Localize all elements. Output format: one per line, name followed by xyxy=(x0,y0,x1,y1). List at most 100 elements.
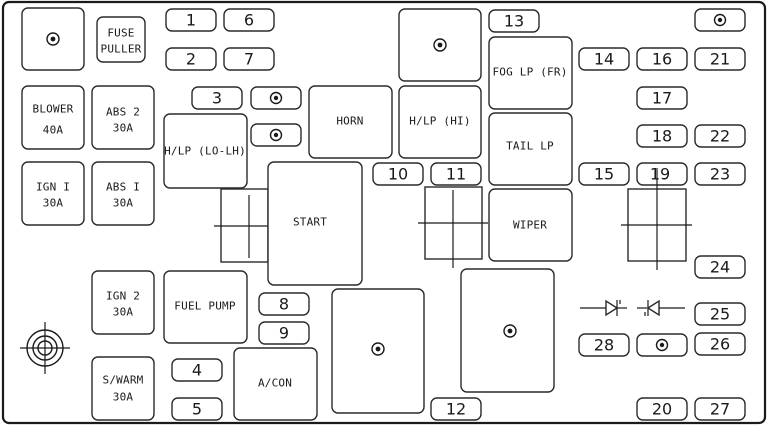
svg-text:23: 23 xyxy=(710,165,730,184)
svg-text:4: 4 xyxy=(192,361,202,380)
fuse-26: 26 xyxy=(694,332,746,356)
svg-text:19: 19 xyxy=(650,165,670,184)
swarm-rating: 30A xyxy=(113,391,134,404)
fuse-19: 19 xyxy=(636,162,688,186)
svg-text:24: 24 xyxy=(710,258,730,277)
abs2-label: ABS 2 xyxy=(106,106,140,119)
relay-start: START xyxy=(267,161,363,286)
svg-text:14: 14 xyxy=(594,50,614,69)
fuse-20: 20 xyxy=(636,397,688,421)
fuse-6: 6 xyxy=(223,8,275,32)
ign2-rating: 30A xyxy=(113,306,134,319)
svg-text:28: 28 xyxy=(594,336,614,355)
svg-text:10: 10 xyxy=(388,165,408,184)
fuse-ign1-30a: IGN I 30A xyxy=(21,161,85,226)
svg-text:22: 22 xyxy=(710,127,730,146)
fuse-ign2-30a: IGN 2 30A xyxy=(91,270,155,335)
mount-target-left xyxy=(20,322,70,374)
svg-text:3: 3 xyxy=(212,89,222,108)
crosshair-start xyxy=(214,188,282,263)
fuse-23: 23 xyxy=(694,162,746,186)
svg-text:2: 2 xyxy=(186,50,196,69)
abs2-rating: 30A xyxy=(113,122,134,135)
svg-text:7: 7 xyxy=(244,50,254,69)
hlp-lo-lh-label: H/LP (LO-LH) xyxy=(164,145,246,158)
ign1-label: IGN I xyxy=(36,181,70,194)
mount-hole-small-right xyxy=(636,333,688,357)
fuse-17: 17 xyxy=(636,86,688,110)
svg-text:18: 18 xyxy=(652,127,672,146)
diode-left-icon xyxy=(637,299,685,317)
mount-hole-center-right xyxy=(460,268,555,393)
svg-text:12: 12 xyxy=(446,400,466,419)
fuse-15: 15 xyxy=(578,162,630,186)
mount-hole-small-1 xyxy=(250,86,302,110)
fuse-13: 13 xyxy=(488,9,540,33)
aircon-label: A/CON xyxy=(258,377,292,390)
fuse-27: 27 xyxy=(694,397,746,421)
fuse-5: 5 xyxy=(171,397,223,421)
svg-text:27: 27 xyxy=(710,400,730,419)
svg-text:13: 13 xyxy=(504,12,524,31)
ign1-rating: 30A xyxy=(43,197,64,210)
fuse-25: 25 xyxy=(694,302,746,326)
blower-label: BLOWER xyxy=(33,103,74,116)
abs1-label: ABS I xyxy=(106,181,140,194)
fuse-4: 4 xyxy=(171,358,223,382)
relay-tail-lp: TAIL LP xyxy=(488,112,573,186)
fuse-2: 2 xyxy=(165,47,217,71)
svg-text:20: 20 xyxy=(652,400,672,419)
fuse-28: 28 xyxy=(578,333,630,357)
abs1-rating: 30A xyxy=(113,197,134,210)
svg-text:11: 11 xyxy=(446,165,466,184)
fuel-pump-label: FUEL PUMP xyxy=(174,300,236,313)
svg-text:21: 21 xyxy=(710,50,730,69)
ign2-label: IGN 2 xyxy=(106,290,140,303)
fuse-11: 11 xyxy=(430,162,482,186)
svg-text:5: 5 xyxy=(192,400,202,419)
relay-hlp-lo-lh: H/LP (LO-LH) xyxy=(163,113,248,189)
fuse-puller: FUSE PULLER xyxy=(96,16,146,63)
mount-hole-top-right xyxy=(694,8,746,32)
fuse-8: 8 xyxy=(258,292,310,316)
mount-hole-small-2 xyxy=(250,123,302,147)
hlp-hi-label: H/LP (HI) xyxy=(409,115,470,128)
mount-hole-center-bottom xyxy=(331,288,425,414)
relay-fog-lp-fr: FOG LP (FR) xyxy=(488,36,573,110)
fuse-abs2-30a: ABS 2 30A xyxy=(91,85,155,150)
fuse-21: 21 xyxy=(694,47,746,71)
swarm-label: S/WARM xyxy=(103,374,144,387)
wiper-label: WIPER xyxy=(513,219,547,232)
svg-text:25: 25 xyxy=(710,305,730,324)
fuse-12: 12 xyxy=(430,397,482,421)
fuse-10: 10 xyxy=(372,162,424,186)
horn-label: HORN xyxy=(336,115,363,128)
mount-hole-top-left xyxy=(21,7,85,71)
relay-horn: HORN xyxy=(308,85,393,159)
fuse-puller-label-1: FUSE xyxy=(107,27,134,40)
fuse-blower-40a: BLOWER 40A xyxy=(21,85,85,150)
relay-wiper: WIPER xyxy=(488,188,573,262)
svg-text:6: 6 xyxy=(244,11,254,30)
start-label: START xyxy=(293,216,327,229)
crosshair-center xyxy=(418,186,488,268)
fuse-abs1-30a: ABS I 30A xyxy=(91,161,155,226)
crosshair-right xyxy=(621,168,692,270)
fuse-14: 14 xyxy=(578,47,630,71)
fuse-24: 24 xyxy=(694,255,746,279)
fuse-swarm-30a: S/WARM 30A xyxy=(91,356,155,421)
fuse-16: 16 xyxy=(636,47,688,71)
fuse-9: 9 xyxy=(258,321,310,345)
fog-lp-label: FOG LP (FR) xyxy=(492,66,567,79)
svg-text:9: 9 xyxy=(279,324,289,343)
diode-right-icon xyxy=(580,299,627,317)
svg-text:16: 16 xyxy=(652,50,672,69)
svg-text:1: 1 xyxy=(186,11,196,30)
relay-aircon: A/CON xyxy=(233,347,318,421)
fuse-7: 7 xyxy=(223,47,275,71)
svg-text:26: 26 xyxy=(710,335,730,354)
fuse-3: 3 xyxy=(191,86,243,110)
svg-text:8: 8 xyxy=(279,295,289,314)
svg-text:17: 17 xyxy=(652,89,672,108)
